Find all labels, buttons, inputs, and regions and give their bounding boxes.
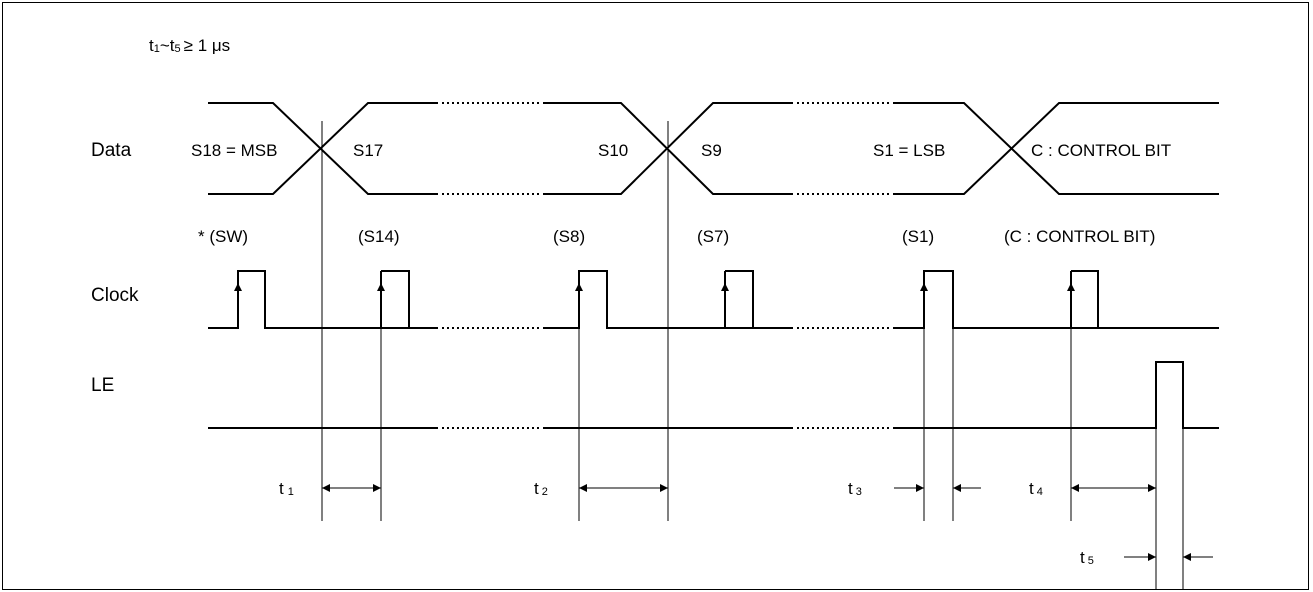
clock-bit-label: (S1) xyxy=(902,227,934,246)
data-cell-label: S9 xyxy=(701,141,722,160)
data-cell-label: S10 xyxy=(598,141,628,160)
reference-lines xyxy=(321,121,1184,589)
clock-waveform xyxy=(208,270,1219,329)
data-cell-label: C : CONTROL BIT xyxy=(1031,141,1171,160)
le-waveform xyxy=(208,361,1219,429)
clock-edge-arrows xyxy=(234,283,1075,328)
timing-arrows xyxy=(322,484,1213,561)
timing-diagram: t1~t5≥ 1 μs Data Clock LE S18 = MSB S17 … xyxy=(91,36,1219,589)
clock-bit-label: (S14) xyxy=(358,227,400,246)
signal-label-clock: Clock xyxy=(91,285,139,306)
data-waveform xyxy=(208,102,1219,195)
data-cell-label: S18 = MSB xyxy=(191,141,277,160)
signal-label-le: LE xyxy=(91,375,114,396)
data-cell-label: S17 xyxy=(353,141,383,160)
clock-bit-label: * (SW) xyxy=(198,227,248,246)
clock-bit-label: (C : CONTROL BIT) xyxy=(1004,227,1155,246)
timing-condition: t1~t5≥ 1 μs xyxy=(149,36,230,55)
clock-bit-label: (S8) xyxy=(553,227,585,246)
signal-label-data: Data xyxy=(91,140,132,161)
clock-bit-label: (S7) xyxy=(697,227,729,246)
data-cell-label: S1 = LSB xyxy=(873,141,945,160)
